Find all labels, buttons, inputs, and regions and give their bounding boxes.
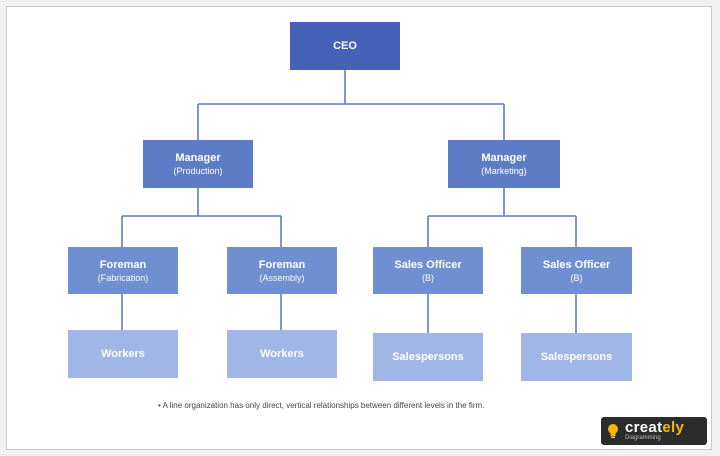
foreman-assembly-box: Foreman (Assembly)	[227, 247, 337, 294]
sales-officer-box-2: Sales Officer (B)	[521, 247, 632, 294]
salespersons-2-title: Salespersons	[540, 351, 613, 363]
connector-ceo-managers	[197, 70, 505, 140]
creately-logo[interactable]: creately Diagramming	[601, 417, 707, 445]
diagram-caption: • A line organization has only direct, v…	[158, 401, 485, 410]
sales-officer-2-subtitle: (B)	[570, 272, 583, 283]
logo-wordmark: creately	[625, 420, 684, 435]
foreman-assembly-subtitle: (Assembly)	[259, 272, 305, 283]
manager-marketing-subtitle: (Marketing)	[481, 166, 527, 176]
connector-marketing-officers	[427, 188, 577, 247]
connector-production-foremen	[121, 188, 282, 247]
sales-officer-box-1: Sales Officer (B)	[373, 247, 483, 294]
salespersons-1-title: Salespersons	[392, 351, 464, 363]
logo-tagline: Diagramming	[625, 435, 661, 441]
sales-officer-1-title: Sales Officer	[394, 258, 462, 271]
ceo-title: CEO	[333, 40, 357, 52]
salespersons-box-1: Salespersons	[373, 333, 483, 381]
lightbulb-icon	[608, 424, 618, 438]
foreman-assembly-title: Foreman	[258, 258, 306, 271]
manager-production-box: Manager (Production)	[143, 140, 253, 188]
workers-box-2: Workers	[227, 330, 337, 378]
workers-2-title: Workers	[260, 348, 304, 360]
logo-name-accent: ely	[662, 419, 685, 436]
workers-box-1: Workers	[68, 330, 178, 378]
foreman-fabrication-subtitle: (Fabrication)	[97, 272, 149, 283]
sales-officer-2-title: Sales Officer	[542, 258, 611, 271]
sales-officer-1-subtitle: (B)	[422, 272, 434, 283]
foreman-fabrication-title: Foreman	[99, 258, 147, 271]
foreman-fabrication-box: Foreman (Fabrication)	[68, 247, 178, 294]
ceo-box: CEO	[290, 22, 400, 70]
manager-marketing-title: Manager	[481, 152, 527, 164]
manager-production-subtitle: (Production)	[173, 166, 223, 176]
workers-1-title: Workers	[101, 348, 145, 360]
salespersons-box-2: Salespersons	[521, 333, 632, 381]
logo-name-main: creat	[625, 419, 663, 436]
manager-marketing-box: Manager (Marketing)	[448, 140, 560, 188]
manager-production-title: Manager	[175, 152, 221, 164]
